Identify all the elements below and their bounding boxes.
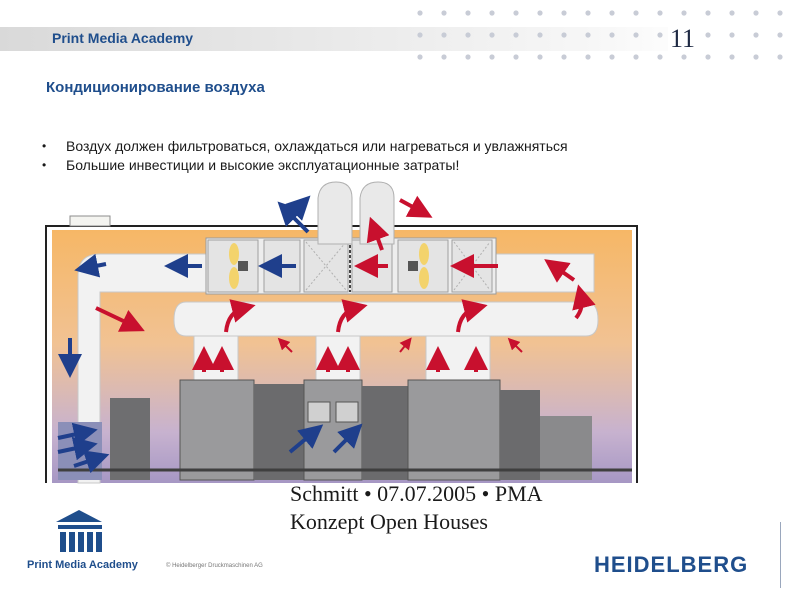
press-machine	[179, 379, 255, 481]
supply-duct	[173, 301, 599, 337]
press-machine	[407, 379, 501, 481]
roof-exhaust-duct	[317, 181, 353, 245]
press-machine	[303, 379, 363, 481]
footer-caption: Schmitt • 07.07.2005 • PMA Konzept Open …	[290, 481, 542, 534]
air-conditioning-diagram	[45, 181, 638, 484]
heidelberg-logo: HEIDELBERG	[594, 552, 749, 577]
coil-section	[303, 239, 349, 293]
footer-divider	[780, 522, 781, 588]
page-number-background	[668, 24, 700, 54]
bullet-item: Воздух должен фильтроваться, охлаждаться…	[42, 137, 742, 156]
decorative-dot-grid	[417, 10, 783, 60]
press-machine	[362, 386, 408, 480]
press-machine	[110, 398, 150, 480]
fan-icon	[229, 243, 248, 289]
bullet-list: Воздух должен фильтроваться, охлаждаться…	[42, 137, 742, 175]
academy-building-logo-icon	[56, 510, 102, 552]
rooftop-vent	[69, 215, 111, 227]
slide-title: Кондиционирование воздуха	[46, 79, 265, 96]
page-number: 11	[670, 24, 696, 53]
bullet-item: Большие инвестиции и высокие эксплуатаци…	[42, 156, 742, 175]
copyright-notice: © Heidelberger Druckmaschinen AG	[166, 563, 263, 569]
drop-duct	[193, 335, 239, 381]
header-brand-title: Print Media Academy	[52, 30, 194, 46]
press-machine	[254, 384, 304, 480]
drop-duct	[315, 335, 361, 381]
drop-duct	[425, 335, 491, 381]
press-machine	[500, 390, 540, 480]
fan-icon	[408, 243, 429, 289]
header-band	[0, 27, 700, 51]
academy-logo-text: Print Media Academy	[27, 559, 138, 571]
